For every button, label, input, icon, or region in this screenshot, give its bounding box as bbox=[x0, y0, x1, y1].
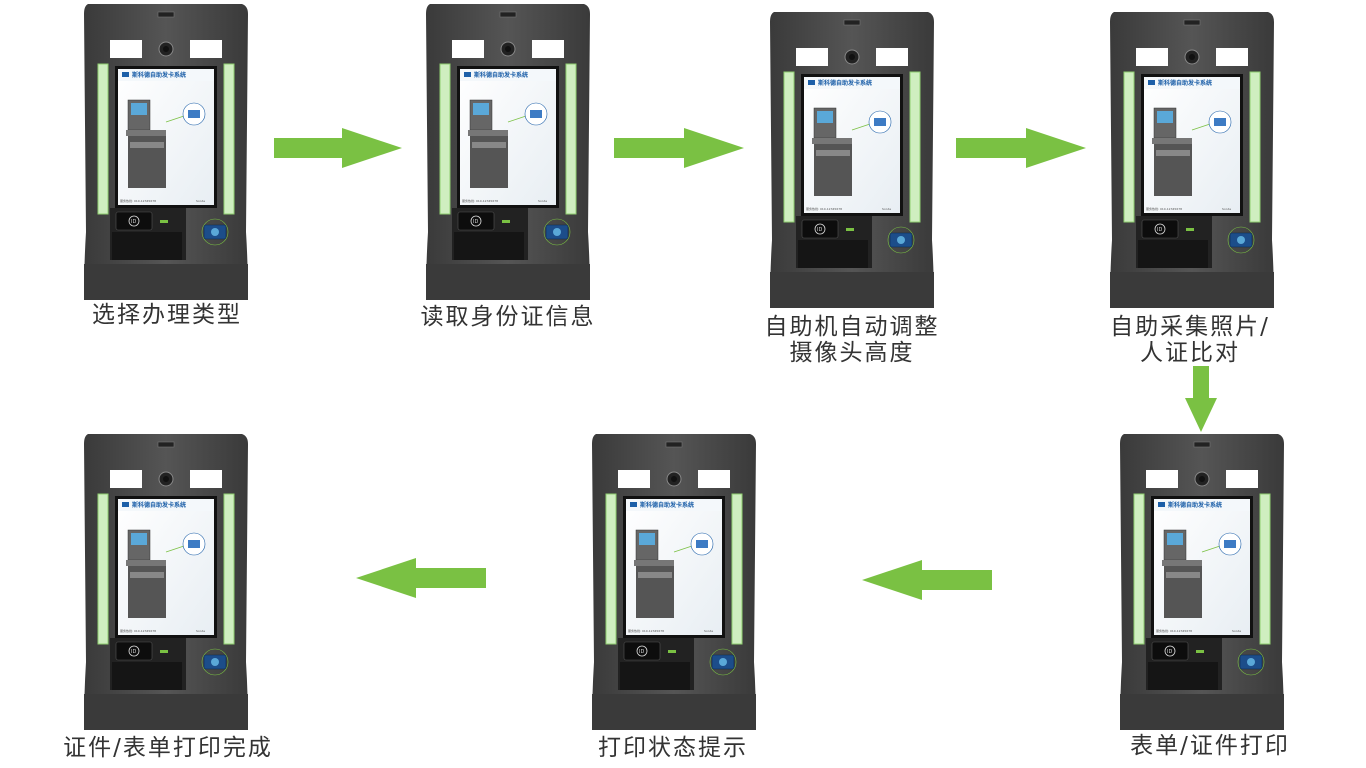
svg-text:Scode: Scode bbox=[196, 199, 205, 203]
svg-text:斯科德自助发卡系统: 斯科德自助发卡系统 bbox=[132, 501, 186, 509]
step-label-3: 自助机自动调整 摄像头高度 bbox=[764, 314, 940, 366]
svg-text:服务热线: 010-12345678: 服务热线: 010-12345678 bbox=[1146, 206, 1182, 211]
arrow-1-to-2 bbox=[274, 128, 402, 168]
arrow-5-to-6 bbox=[862, 560, 992, 600]
step-label-1: 选择办理类型 bbox=[92, 302, 242, 328]
kiosk-step-2: 斯科德自助发卡系统 服务热线: 010-12345678 Scode ID bbox=[424, 2, 592, 302]
svg-text:斯科德自助发卡系统: 斯科德自助发卡系统 bbox=[1158, 79, 1212, 87]
svg-text:Scode: Scode bbox=[704, 629, 713, 633]
arrow-2-to-3 bbox=[614, 128, 744, 168]
svg-text:斯科德自助发卡系统: 斯科德自助发卡系统 bbox=[818, 79, 872, 87]
svg-text:ID: ID bbox=[473, 219, 478, 225]
svg-text:Scode: Scode bbox=[1232, 629, 1241, 633]
svg-text:Scode: Scode bbox=[882, 207, 891, 211]
svg-text:ID: ID bbox=[639, 649, 644, 655]
svg-text:斯科德自助发卡系统: 斯科德自助发卡系统 bbox=[132, 71, 186, 79]
kiosk-step-4: 斯科德自助发卡系统 服务热线: 010-12345678 Scode ID bbox=[1108, 10, 1276, 310]
kiosk-step-6: 斯科德自助发卡系统 服务热线: 010-12345678 Scode ID bbox=[590, 432, 758, 732]
svg-text:ID: ID bbox=[817, 227, 822, 233]
svg-text:ID: ID bbox=[131, 649, 136, 655]
svg-text:斯科德自助发卡系统: 斯科德自助发卡系统 bbox=[1168, 501, 1222, 509]
self-service-kiosk-icon: 斯科德自助发卡系统 服务热线: 010-12345678 Scode ID bbox=[1110, 12, 1274, 308]
svg-text:Scode: Scode bbox=[1222, 207, 1231, 211]
self-service-kiosk-icon: 斯科德自助发卡系统 服务热线: 010-12345678 Scode ID bbox=[770, 12, 934, 308]
self-service-kiosk-icon: 斯科德自助发卡系统 服务热线: 010-12345678 Scode ID bbox=[426, 4, 590, 300]
svg-text:服务热线: 010-12345678: 服务热线: 010-12345678 bbox=[1156, 628, 1192, 633]
svg-text:服务热线: 010-12345678: 服务热线: 010-12345678 bbox=[628, 628, 664, 633]
svg-text:服务热线: 010-12345678: 服务热线: 010-12345678 bbox=[120, 198, 156, 203]
step-label-7: 证件/表单打印完成 bbox=[63, 735, 273, 761]
svg-text:服务热线: 010-12345678: 服务热线: 010-12345678 bbox=[120, 628, 156, 633]
svg-text:ID: ID bbox=[131, 219, 136, 225]
arrow-4-to-5 bbox=[1185, 366, 1217, 432]
svg-text:斯科德自助发卡系统: 斯科德自助发卡系统 bbox=[474, 71, 528, 79]
kiosk-step-1: 斯科德自助发卡系统 服务热线: 010-12345678 Scode ID bbox=[82, 2, 250, 302]
step-label-6: 打印状态提示 bbox=[598, 735, 748, 761]
self-service-kiosk-icon: 斯科德自助发卡系统 服务热线: 010-12345678 Scode ID bbox=[84, 4, 248, 300]
svg-text:服务热线: 010-12345678: 服务热线: 010-12345678 bbox=[462, 198, 498, 203]
svg-text:斯科德自助发卡系统: 斯科德自助发卡系统 bbox=[640, 501, 694, 509]
step-label-5: 表单/证件打印 bbox=[1130, 733, 1290, 759]
svg-text:Scode: Scode bbox=[538, 199, 547, 203]
kiosk-step-7: 斯科德自助发卡系统 服务热线: 010-12345678 Scode ID bbox=[82, 432, 250, 732]
svg-text:ID: ID bbox=[1157, 227, 1162, 233]
kiosk-step-5: 斯科德自助发卡系统 服务热线: 010-12345678 Scode ID bbox=[1118, 432, 1286, 732]
arrow-3-to-4 bbox=[956, 128, 1086, 168]
self-service-kiosk-icon: 斯科德自助发卡系统 服务热线: 010-12345678 Scode ID bbox=[84, 434, 248, 730]
step-label-2: 读取身份证信息 bbox=[420, 304, 596, 330]
step-label-4: 自助采集照片/ 人证比对 bbox=[1110, 314, 1270, 366]
kiosk-step-3: 斯科德自助发卡系统 服务热线: 010-12345678 Scode ID bbox=[768, 10, 936, 310]
self-service-kiosk-icon: 斯科德自助发卡系统 服务热线: 010-12345678 Scode ID bbox=[1120, 434, 1284, 730]
self-service-kiosk-icon: 斯科德自助发卡系统 服务热线: 010-12345678 Scode ID bbox=[592, 434, 756, 730]
svg-text:服务热线: 010-12345678: 服务热线: 010-12345678 bbox=[806, 206, 842, 211]
svg-text:Scode: Scode bbox=[196, 629, 205, 633]
svg-text:ID: ID bbox=[1167, 649, 1172, 655]
arrow-6-to-7 bbox=[356, 558, 486, 598]
